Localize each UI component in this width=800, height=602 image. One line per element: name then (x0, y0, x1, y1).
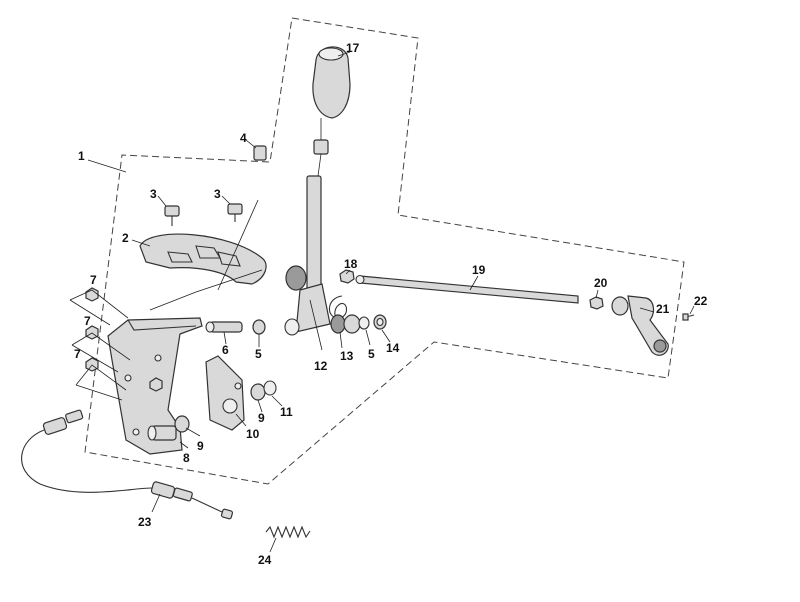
callout-5: 5 (368, 347, 375, 361)
callout-11: 11 (280, 405, 293, 419)
callout-14: 14 (386, 341, 400, 355)
nut (339, 269, 355, 284)
callout-12: 12 (314, 359, 328, 373)
callout-7: 7 (84, 314, 91, 328)
mounting-bracket (107, 317, 203, 455)
callout-5: 5 (255, 347, 262, 361)
callout-3: 3 (150, 187, 157, 201)
knob-adapter (313, 139, 329, 155)
shaft-collar (147, 425, 177, 441)
bushing-set (330, 314, 387, 334)
callout-4: 4 (240, 131, 247, 145)
callout-13: 13 (340, 349, 354, 363)
shift-gate-cover (139, 233, 267, 285)
callout-21: 21 (656, 302, 670, 316)
nut-lower (85, 357, 99, 372)
pivot-pin (205, 321, 243, 333)
callout-3: 3 (214, 187, 221, 201)
callout-9: 9 (258, 411, 265, 425)
callout-10: 10 (246, 427, 260, 441)
shift-knob (312, 46, 351, 119)
rod-nut (589, 296, 604, 310)
clip-nut (253, 145, 267, 161)
callout-18: 18 (344, 257, 358, 271)
shift-arm (611, 295, 669, 356)
callout-2: 2 (122, 231, 129, 245)
callout-9: 9 (197, 439, 204, 453)
bolt-left (164, 205, 180, 226)
shift-cable (21, 409, 234, 520)
washer-stack (250, 380, 277, 401)
callout-8: 8 (183, 451, 190, 465)
return-spring (265, 525, 311, 539)
callout-24: 24 (258, 553, 272, 567)
bolt (682, 313, 695, 321)
washer-lower (174, 415, 190, 433)
callout-17: 17 (346, 41, 360, 55)
bolt-right (227, 203, 243, 222)
callout-22: 22 (694, 294, 708, 308)
shift-rod (355, 274, 579, 304)
callout-19: 19 (472, 263, 486, 277)
washer (252, 319, 266, 335)
callout-7: 7 (90, 273, 97, 287)
nut-middle (85, 325, 99, 340)
callout-23: 23 (138, 515, 152, 529)
callout-20: 20 (594, 276, 608, 290)
callout-1: 1 (78, 149, 85, 163)
assembly-boundary (84, 17, 685, 485)
selector-lever (205, 355, 245, 431)
callout-6: 6 (222, 343, 229, 357)
shift-lever (284, 175, 331, 336)
callout-7: 7 (74, 347, 81, 361)
